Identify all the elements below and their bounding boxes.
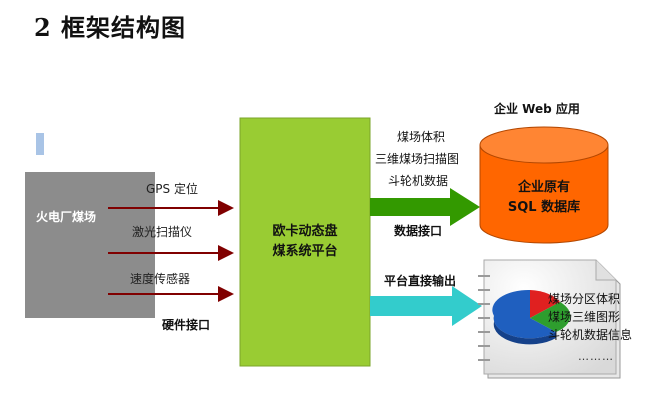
platform-label-line2: 煤系统平台: [272, 244, 338, 259]
title-accent-bar: [36, 133, 44, 155]
database-label-line1: 企业原有: [517, 180, 570, 195]
source-speed-label: 速度传感器: [130, 272, 191, 286]
data-out-reclaimer: 斗轮机数据: [388, 174, 449, 188]
database-cylinder: [479, 126, 609, 244]
power-plant-label: 火电厂煤场: [36, 210, 97, 224]
pie-chart-icon: [492, 289, 571, 345]
report-line2: 煤场三维图形: [548, 310, 621, 324]
database-label-line2: SQL 数据库: [507, 200, 581, 215]
report-ellipsis: ………: [578, 350, 614, 363]
power-plant-box: [25, 172, 155, 318]
page-title: 2 框架结构图: [34, 13, 187, 42]
report-text: 煤场分区体积 煤场三维图形 斗轮机数据信息: [548, 290, 632, 344]
enterprise-web-label: 企业 Web 应用: [494, 102, 580, 116]
source-laser-label: 激光扫描仪: [132, 225, 193, 239]
platform-box: [239, 117, 371, 367]
direct-output-label: 平台直接输出: [384, 274, 457, 288]
platform-label: 欧卡动态盘 煤系统平台: [240, 222, 370, 262]
database-label: 企业原有 SQL 数据库: [480, 178, 608, 218]
data-interface-label: 数据接口: [394, 224, 443, 238]
report-line3: 斗轮机数据信息: [548, 328, 633, 342]
hardware-interface-label: 硬件接口: [162, 318, 211, 332]
data-out-3d-scan: 三维煤场扫描图: [375, 152, 460, 166]
platform-label-line1: 欧卡动态盘: [272, 224, 338, 239]
report-line1: 煤场分区体积: [548, 292, 621, 306]
data-interface-arrow: [370, 188, 480, 226]
data-out-volume: 煤场体积: [397, 130, 446, 144]
direct-output-arrow: [370, 286, 482, 326]
source-gps-label: GPS 定位: [146, 182, 198, 196]
